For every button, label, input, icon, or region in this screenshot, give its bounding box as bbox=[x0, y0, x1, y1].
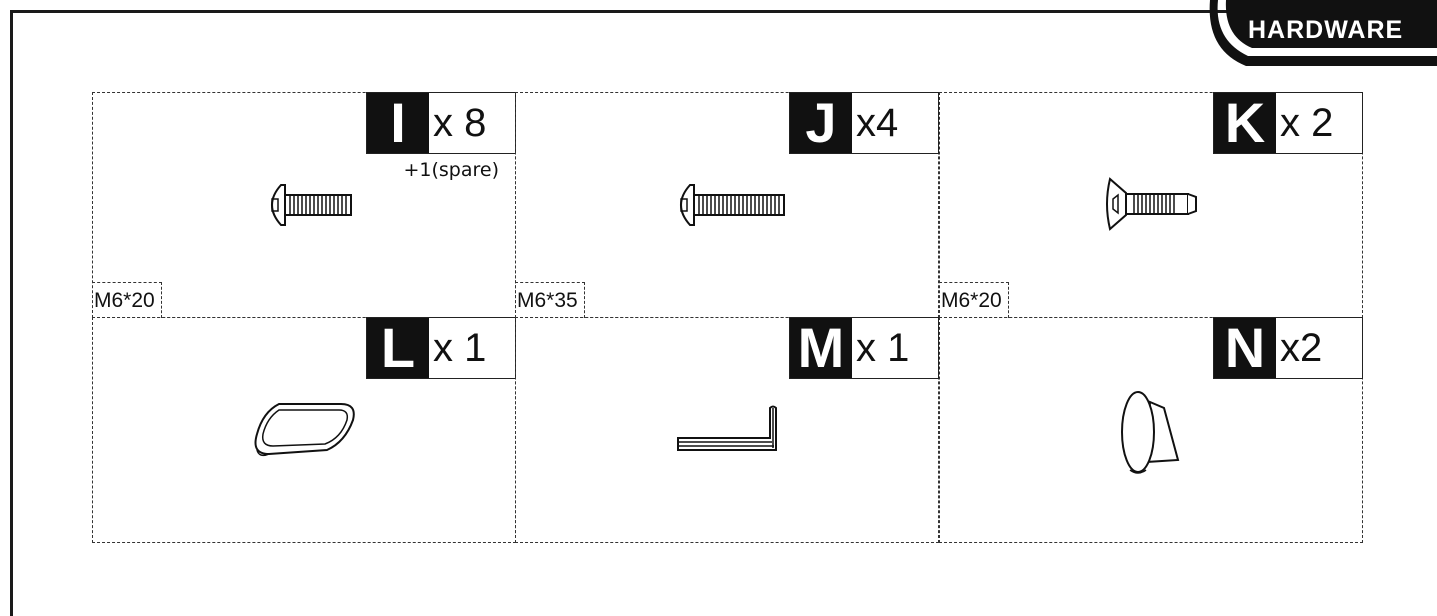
part-letter: M bbox=[790, 318, 852, 378]
part-badge: K x 2 bbox=[1213, 92, 1363, 154]
part-card-l: L x 1 bbox=[92, 317, 516, 543]
part-quantity: x 2 bbox=[1280, 101, 1334, 145]
part-quantity: x 1 bbox=[856, 326, 910, 370]
part-quantity: x2 bbox=[1280, 326, 1323, 370]
part-size: M6*20 bbox=[939, 282, 1009, 318]
part-quantity: x4 bbox=[856, 101, 899, 145]
part-card-k: K x 2 M6*20 bbox=[939, 92, 1363, 318]
part-size: M6*20 bbox=[92, 282, 162, 318]
part-size: M6*35 bbox=[515, 282, 585, 318]
oval-cap-icon bbox=[254, 403, 355, 457]
part-letter: N bbox=[1214, 318, 1276, 378]
long-button-head-bolt-icon bbox=[680, 184, 785, 226]
part-card-m: M x 1 bbox=[515, 317, 939, 543]
tab-label: HARDWARE bbox=[1248, 16, 1404, 44]
part-quantity: x 1 bbox=[433, 326, 487, 370]
part-letter: J bbox=[790, 93, 852, 153]
part-quantity: x 8 bbox=[433, 101, 487, 145]
hardware-tab: HARDWARE bbox=[1200, 0, 1437, 66]
part-card-n: N x2 bbox=[939, 317, 1363, 543]
part-note: +1(spare) bbox=[403, 159, 499, 181]
part-badge: M x 1 bbox=[789, 317, 939, 379]
page-frame bbox=[10, 10, 1437, 616]
part-badge: J x4 bbox=[789, 92, 939, 154]
knob-icon bbox=[1121, 391, 1180, 474]
part-card-i: I x 8 +1(spare) M6*20 bbox=[92, 92, 516, 318]
allen-key-icon bbox=[677, 405, 777, 451]
part-badge: L x 1 bbox=[366, 317, 516, 379]
part-letter: I bbox=[367, 93, 429, 153]
part-card-j: J x4 M6*35 bbox=[515, 92, 939, 318]
button-head-bolt-icon bbox=[271, 184, 352, 226]
part-letter: L bbox=[367, 318, 429, 378]
tab-shape bbox=[1209, 0, 1437, 66]
part-badge: I x 8 bbox=[366, 92, 516, 154]
part-badge: N x2 bbox=[1213, 317, 1363, 379]
countersunk-bolt-icon bbox=[1106, 177, 1197, 231]
part-letter: K bbox=[1214, 93, 1276, 153]
